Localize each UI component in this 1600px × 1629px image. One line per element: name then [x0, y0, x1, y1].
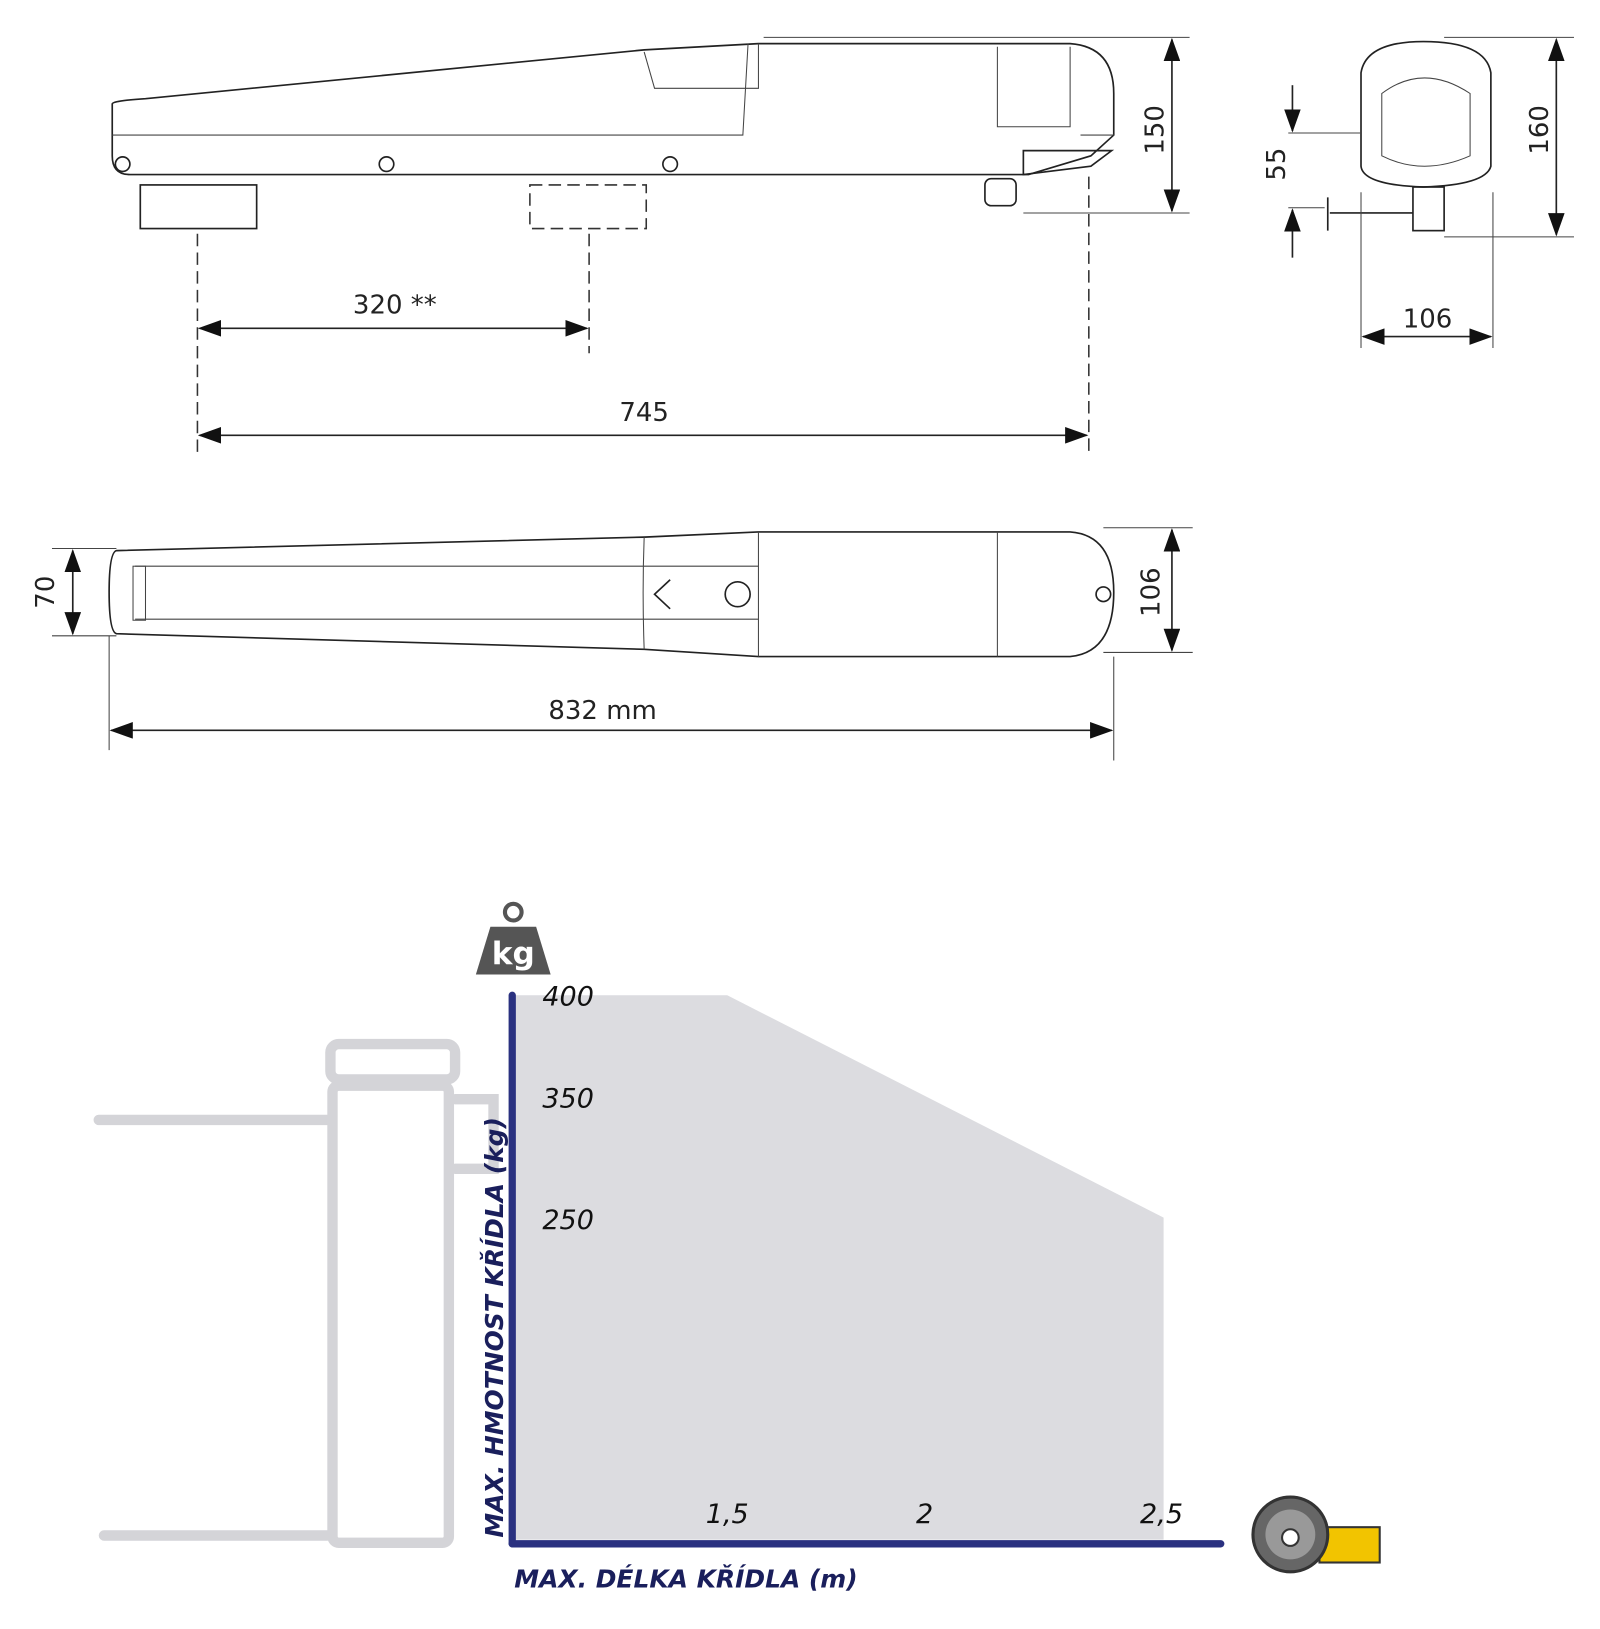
dim-mount-length: 745 [619, 398, 669, 428]
end-dimensions: 55 160 106 [1262, 36, 1574, 349]
tape-measure-icon [1251, 1495, 1381, 1574]
x-axis-title: MAX. DÉLKA KŘÍDLA (m) [514, 1563, 857, 1593]
dim-end-width: 106 [1403, 304, 1453, 334]
chart-area-series [515, 995, 1164, 1540]
top-view [108, 531, 1115, 658]
y-axis-title: MAX. HMOTNOST KŘÍDLA (kg) [479, 1117, 509, 1537]
y-tick-label: 350 [542, 1083, 594, 1114]
side-view [111, 42, 1115, 230]
side-dimensions: 150 320 ** 745 [196, 36, 1190, 456]
weight-icon: kg [475, 901, 551, 975]
x-tick-label: 2,5 [1140, 1499, 1183, 1530]
dim-top-width-large: 106 [1136, 567, 1166, 617]
dim-end-offset: 55 [1262, 148, 1292, 181]
mount-bracket-front [139, 184, 258, 230]
weight-length-chart: 400 350 250 1,5 2 2,5 MAX. HMOTNOST KŘÍD… [479, 982, 1225, 1593]
y-tick-label: 250 [542, 1205, 594, 1236]
dim-side-height: 150 [1141, 105, 1171, 155]
y-tick-label: 400 [542, 982, 594, 1013]
dim-total-length: 832 mm [548, 696, 656, 726]
weight-icon-label: kg [492, 936, 535, 972]
x-tick-label: 2 [916, 1499, 933, 1530]
x-tick-label: 1,5 [706, 1499, 749, 1530]
dim-top-width-small: 70 [31, 576, 61, 609]
dim-end-height: 160 [1525, 105, 1555, 155]
mount-bracket-alt [529, 184, 648, 230]
top-dimensions: 70 106 832 mm [31, 527, 1193, 761]
end-view [1326, 40, 1492, 232]
dim-bracket-spacing: 320 ** [353, 291, 437, 321]
gate-pillar-illustration [93, 1038, 499, 1548]
